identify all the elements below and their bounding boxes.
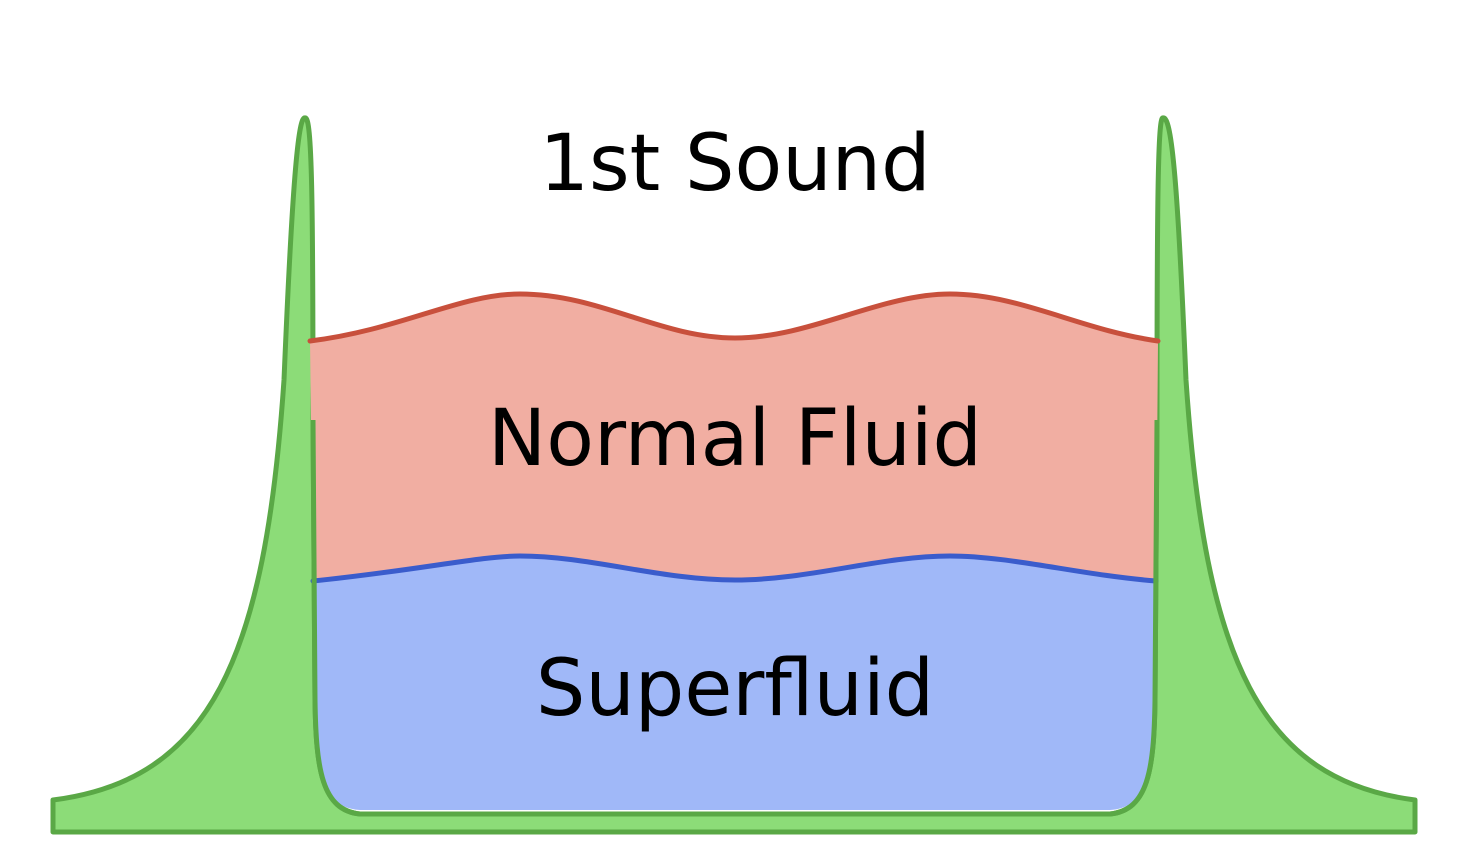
container-inner-wall bbox=[310, 419, 1160, 817]
normal-fluid-region bbox=[310, 294, 1158, 581]
normal-fluid-label: Normal Fluid bbox=[488, 394, 982, 484]
normal-fluid-surface-line bbox=[307, 291, 1161, 344]
superfluid-region bbox=[313, 556, 1156, 810]
title-label: 1st Sound bbox=[539, 119, 930, 209]
superfluid-label: Superfluid bbox=[536, 644, 934, 734]
superfluid-surface-line bbox=[310, 553, 1159, 584]
